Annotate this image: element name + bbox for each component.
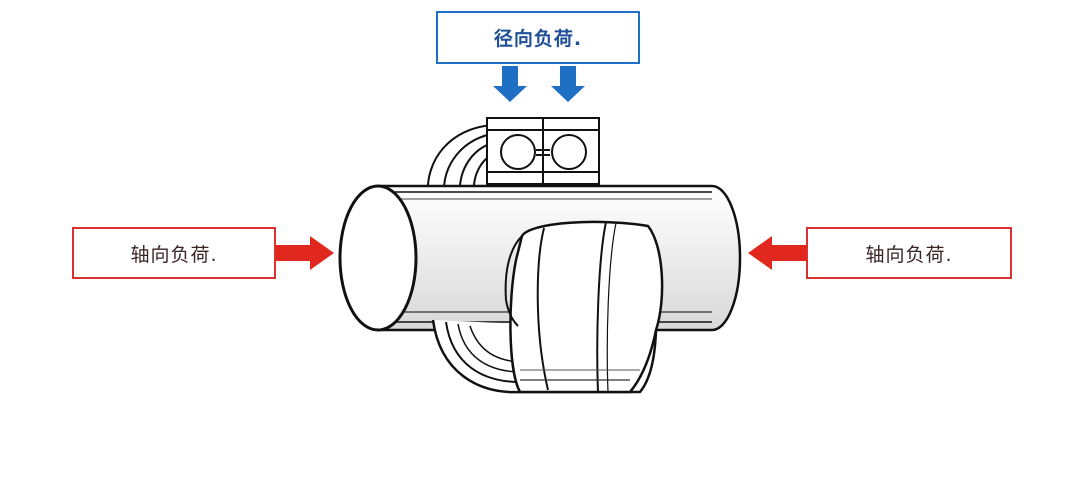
bearing-front (431, 220, 664, 394)
radial-load-label: 径向负荷. (436, 11, 640, 64)
bearing-cross-section (486, 117, 600, 185)
radial-arrow-right-icon (551, 66, 585, 102)
axial-load-right-text: 轴向负荷. (865, 243, 953, 266)
radial-arrow-left-icon (493, 66, 527, 102)
radial-load-text: 径向负荷. (493, 28, 583, 50)
axial-arrow-left-icon (276, 236, 334, 270)
axial-load-left-label: 轴向负荷. (72, 227, 276, 279)
axial-load-left-text: 轴向负荷. (130, 243, 218, 266)
axial-load-right-label: 轴向负荷. (806, 227, 1012, 279)
axial-arrow-right-icon (748, 236, 806, 270)
